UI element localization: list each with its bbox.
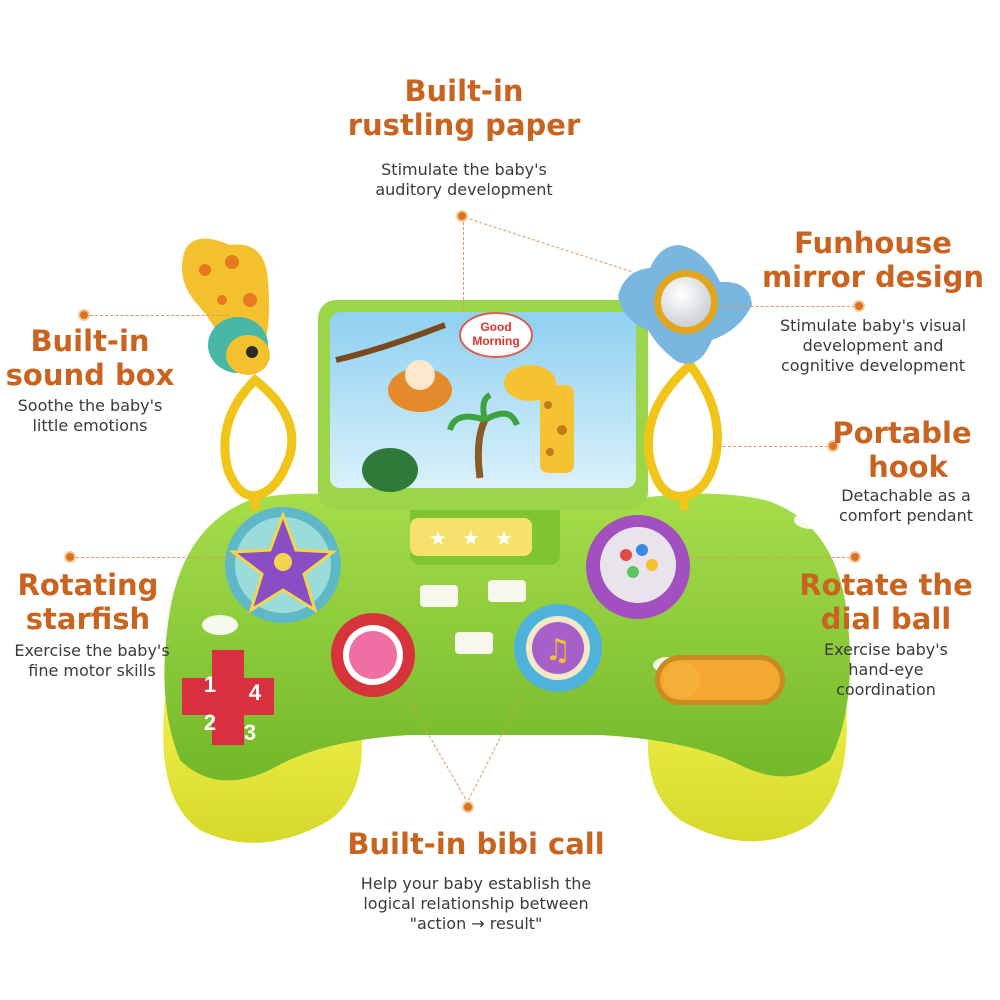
- starfish-desc-2: fine motor skills: [28, 661, 156, 680]
- leader-line-hook: [718, 446, 828, 447]
- leader-dot-soundbox: [78, 309, 90, 321]
- funhouse-mirror-title-2: mirror design: [761, 260, 985, 294]
- pad-button-2[interactable]: [488, 580, 526, 602]
- portable-hook-desc-1: Detachable as a: [841, 486, 971, 505]
- flower-mirror[interactable]: [618, 245, 752, 364]
- portable-hook-title-1: Portable: [832, 416, 972, 450]
- starfish-title-1: Rotating: [17, 568, 159, 602]
- right-hook[interactable]: [643, 358, 723, 510]
- bubble-line-1: Good: [480, 320, 511, 334]
- svg-text:★: ★: [495, 526, 513, 550]
- rustling-paper-title-2: rustling paper: [347, 108, 581, 142]
- leader-line-starfish: [76, 557, 236, 558]
- dial-ball-desc-1: Exercise baby's: [824, 640, 948, 659]
- leader-line-mirror: [720, 306, 860, 307]
- dial-ball-desc-2: hand-eye: [848, 660, 924, 679]
- leader-dot-starfish: [64, 551, 76, 563]
- number-key-3: 3: [244, 720, 256, 745]
- leader-dot-hook: [827, 440, 839, 452]
- music-button[interactable]: ♫: [514, 604, 602, 692]
- giraffe-rattle[interactable]: [181, 238, 270, 375]
- number-key-1: 1: [204, 672, 216, 697]
- portable-hook-title-2: hook: [868, 450, 948, 484]
- leader-dot-mirror: [853, 300, 865, 312]
- number-key-2: 2: [204, 710, 216, 735]
- leader-dot-bibi: [462, 801, 474, 813]
- leader-dot-dialball: [849, 551, 861, 563]
- music-note-icon: ♫: [545, 633, 572, 668]
- funhouse-mirror-desc-3: cognitive development: [781, 356, 965, 375]
- number-key-4: 4: [249, 680, 262, 705]
- svg-text:★: ★: [429, 526, 447, 550]
- sound-box-title-2: sound box: [5, 358, 175, 392]
- dial-ball-title-2: dial ball: [820, 602, 952, 636]
- bibi-call-desc-2: logical relationship between: [363, 894, 589, 913]
- bibi-call-button[interactable]: [331, 613, 415, 697]
- leader-line-rustling: [463, 222, 464, 310]
- starfish-title-2: starfish: [25, 602, 151, 636]
- dial-ball-title-1: Rotate the: [799, 568, 973, 602]
- starfish-dial[interactable]: [225, 507, 341, 623]
- funhouse-mirror-desc-1: Stimulate baby's visual: [779, 316, 967, 335]
- leader-line-soundbox: [90, 315, 230, 316]
- rustling-paper-title-1: Built-in: [404, 74, 524, 108]
- pad-button-1[interactable]: [420, 585, 458, 607]
- bubble-line-2: Morning: [472, 334, 519, 348]
- sound-box-desc-1: Soothe the baby's: [17, 396, 163, 415]
- sound-box-title-1: Built-in: [30, 324, 150, 358]
- left-hook[interactable]: [220, 374, 297, 510]
- bibi-call-desc-1: Help your baby establish the: [360, 874, 592, 893]
- leader-dot-rustling: [456, 210, 468, 222]
- star-strip: [410, 518, 532, 556]
- svg-text:★: ★: [462, 526, 480, 550]
- rustling-paper-desc-1: Stimulate the baby's: [381, 160, 547, 179]
- dial-ball[interactable]: [586, 515, 690, 619]
- number-pad[interactable]: 1 2 3 4: [182, 650, 274, 745]
- bibi-call-title: Built-in bibi call: [347, 827, 605, 861]
- portable-hook-desc-2: comfort pendant: [838, 506, 974, 525]
- funhouse-mirror-desc-2: development and: [802, 336, 944, 355]
- rustling-paper-desc-2: auditory development: [375, 180, 553, 199]
- starfish-desc-1: Exercise the baby's: [14, 641, 170, 660]
- speech-bubble: Good Morning: [459, 312, 533, 358]
- leader-line-dialball: [690, 557, 850, 558]
- pad-button-3[interactable]: [455, 632, 493, 654]
- funhouse-mirror-title-1: Funhouse: [794, 226, 952, 260]
- dial-ball-desc-3: coordination: [836, 680, 936, 699]
- sound-box-desc-2: little emotions: [32, 416, 148, 435]
- orange-slider[interactable]: [655, 655, 785, 705]
- bibi-call-desc-3: "action → result": [409, 914, 543, 933]
